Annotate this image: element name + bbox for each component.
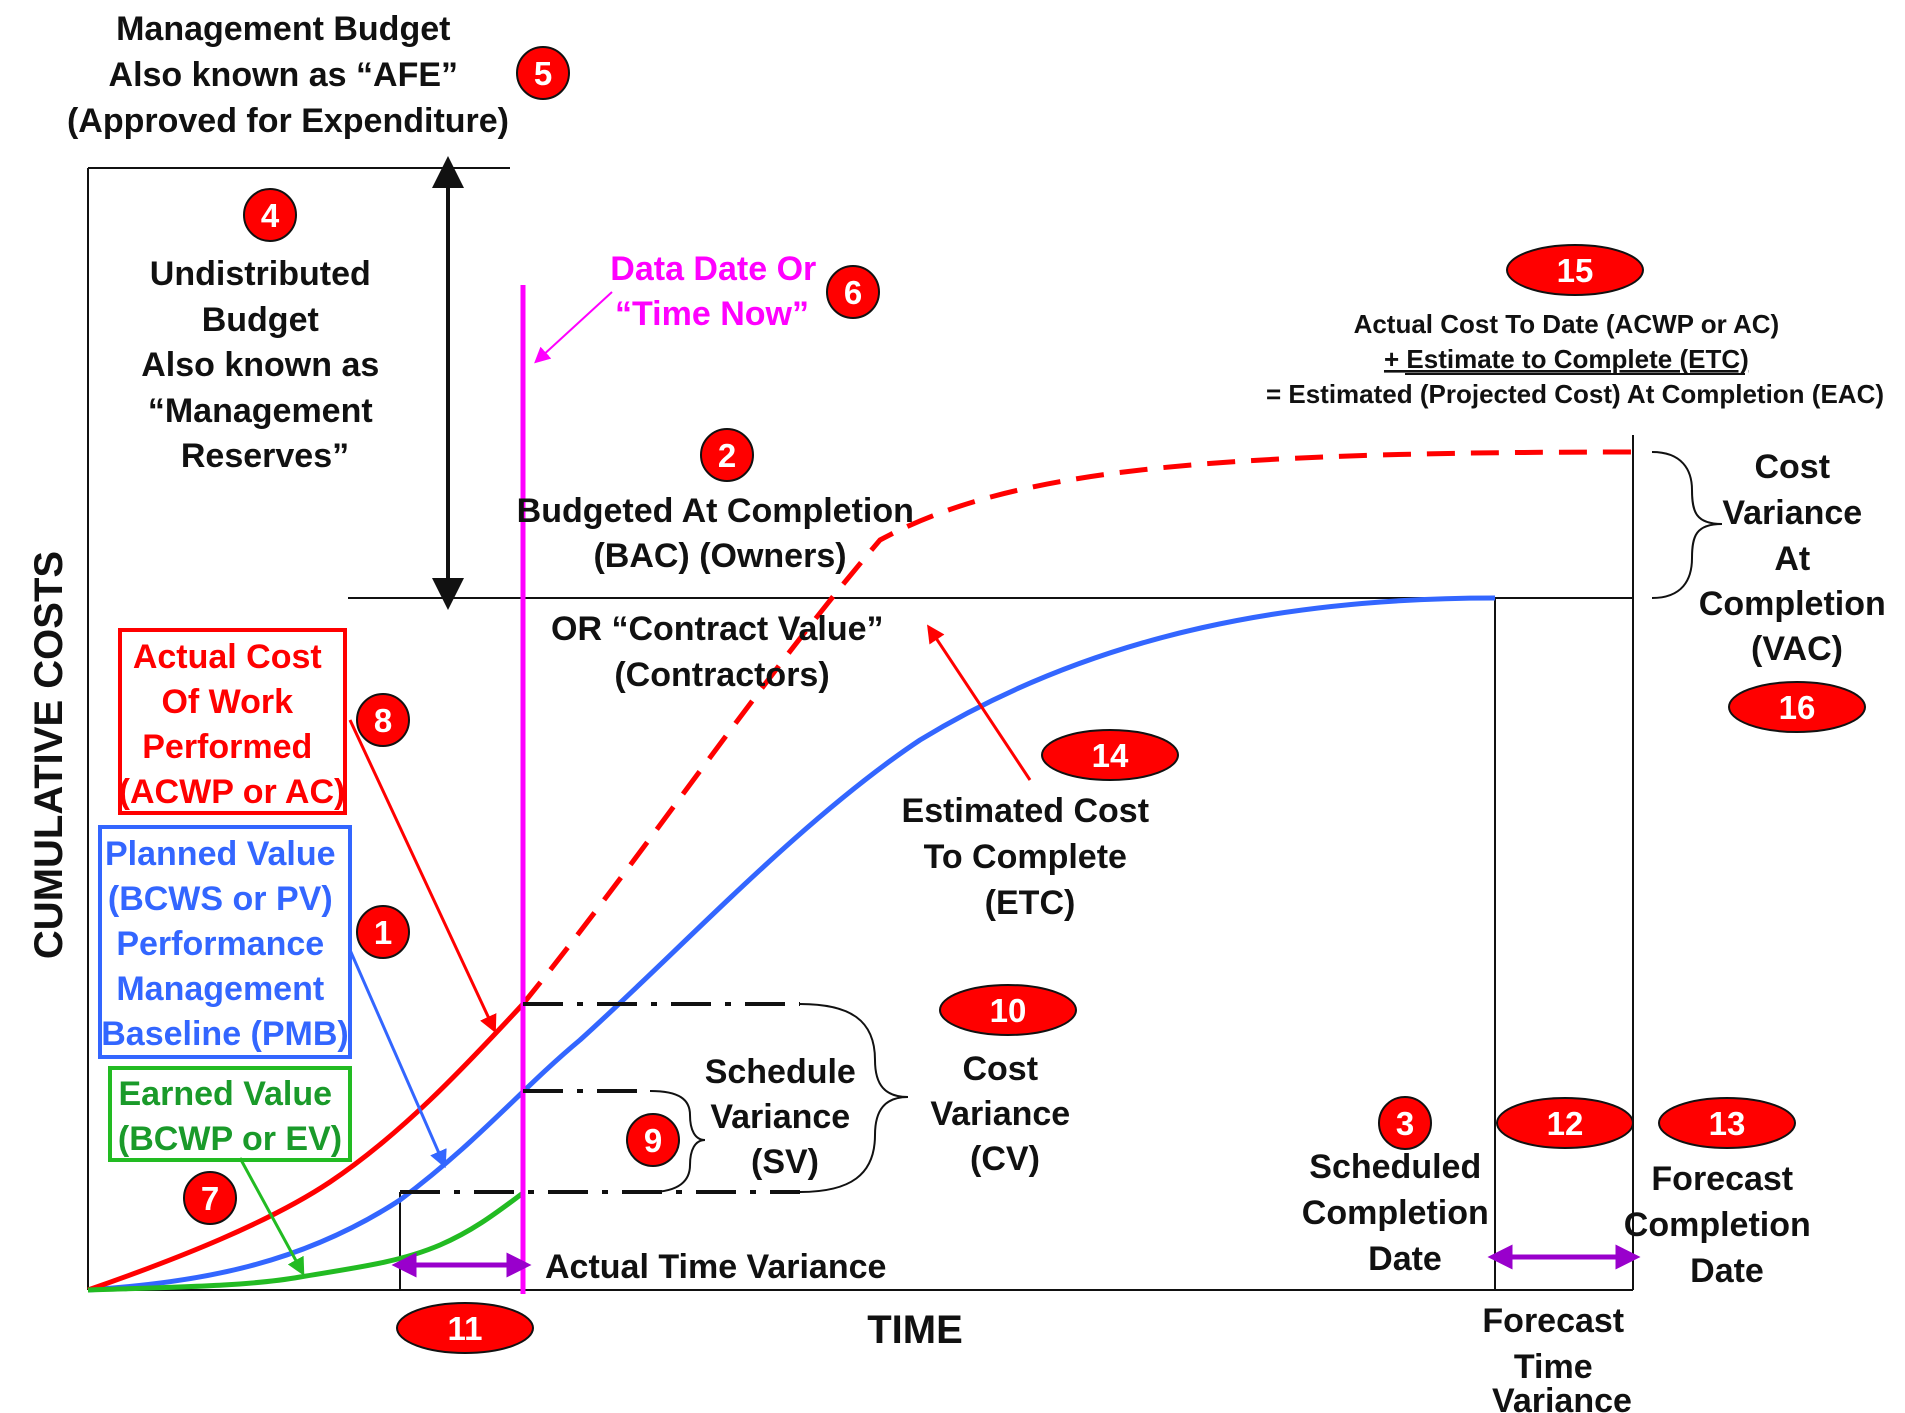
badge-13: 13 <box>1658 1097 1796 1149</box>
forecast-completion-label: Forecast Completion Date <box>1624 1160 1820 1290</box>
eac-projection-curve <box>521 449 1634 1006</box>
planned-value-label: Planned Value (BCWS or PV) Performance M… <box>101 835 349 1053</box>
badge-4: 4 <box>243 188 297 242</box>
data-date-label: Data Date Or “Time Now” <box>610 250 825 333</box>
vac-brace <box>1651 451 1723 599</box>
badge-16: 16 <box>1728 681 1866 733</box>
earned-value-label: Earned Value (BCWP or EV) <box>118 1075 342 1158</box>
badge-10: 10 <box>939 984 1077 1036</box>
svg-text:11: 11 <box>448 1310 483 1347</box>
contract-value-label: OR “Contract Value” (Contractors) <box>551 610 893 694</box>
cost-variance-label: Cost Variance (CV) <box>930 1050 1079 1178</box>
vac-label: Cost Variance At Completion (VAC) <box>1699 448 1895 668</box>
y-axis-label: CUMULATIVE COSTS <box>27 551 71 959</box>
svg-text:9: 9 <box>644 1122 662 1159</box>
badge-11: 11 <box>396 1302 534 1354</box>
pv-box <box>98 825 352 1059</box>
etc-label: Estimated Cost To Complete (ETC) <box>902 792 1159 922</box>
svg-text:10: 10 <box>990 992 1027 1029</box>
acwp-box <box>118 628 347 815</box>
badge-9: 9 <box>626 1113 680 1167</box>
svg-text:13: 13 <box>1709 1105 1746 1142</box>
bac-label: Budgeted At Completion (BAC) (Owners) <box>517 492 924 575</box>
actual-cost-curve <box>87 1002 525 1293</box>
data-date-pointer <box>534 291 613 364</box>
badge-5: 5 <box>516 46 570 100</box>
x-axis-label: TIME <box>867 1308 963 1352</box>
badge-6: 6 <box>826 265 880 319</box>
svg-text:5: 5 <box>534 55 552 92</box>
planned-value-curve <box>87 595 1496 1293</box>
forecast-time-variance-label: Forecast Time Variance <box>1482 1302 1633 1413</box>
badge-15: 15 <box>1506 244 1644 296</box>
svg-text:3: 3 <box>1396 1105 1414 1142</box>
badge-3: 3 <box>1378 1096 1432 1150</box>
svg-text:8: 8 <box>374 702 392 739</box>
actual-time-variance-label: Actual Time Variance <box>545 1248 886 1286</box>
ev-box <box>108 1066 352 1162</box>
earned-value-curve <box>87 1190 525 1293</box>
badge-8: 8 <box>356 693 410 747</box>
etc-pointer <box>927 624 1032 781</box>
svg-text:16: 16 <box>1779 689 1816 726</box>
svg-text:4: 4 <box>261 197 280 234</box>
svg-text:1: 1 <box>374 914 392 951</box>
management-budget-label: Management Budget Also known as “AFE” (A… <box>67 10 509 140</box>
svg-text:14: 14 <box>1092 737 1129 774</box>
acwp-label: Actual Cost Of Work Performed (ACWP or A… <box>119 638 346 811</box>
svg-text:7: 7 <box>201 1180 219 1217</box>
undistributed-budget-label: Undistributed Budget Also known as “Mana… <box>141 255 389 475</box>
eac-formula-label: Actual Cost To Date (ACWP or AC) + Estim… <box>1266 309 1884 409</box>
svg-text:15: 15 <box>1557 252 1594 289</box>
badge-14: 14 <box>1041 729 1179 781</box>
badge-1: 1 <box>356 905 410 959</box>
svg-text:2: 2 <box>718 437 736 474</box>
svg-text:6: 6 <box>844 274 862 311</box>
pv-pointer <box>348 949 447 1169</box>
schedule-variance-label: Schedule Variance (SV) <box>705 1053 866 1181</box>
ev-pointer <box>238 1157 305 1276</box>
badge-12: 12 <box>1496 1097 1634 1149</box>
scheduled-completion-label: Scheduled Completion Date <box>1302 1148 1498 1278</box>
svg-text:12: 12 <box>1547 1105 1584 1142</box>
badge-2: 2 <box>700 428 754 482</box>
sv-brace <box>649 1090 706 1193</box>
cv-brace <box>799 1003 909 1193</box>
badge-7: 7 <box>183 1171 237 1225</box>
acwp-pointer <box>348 719 497 1034</box>
